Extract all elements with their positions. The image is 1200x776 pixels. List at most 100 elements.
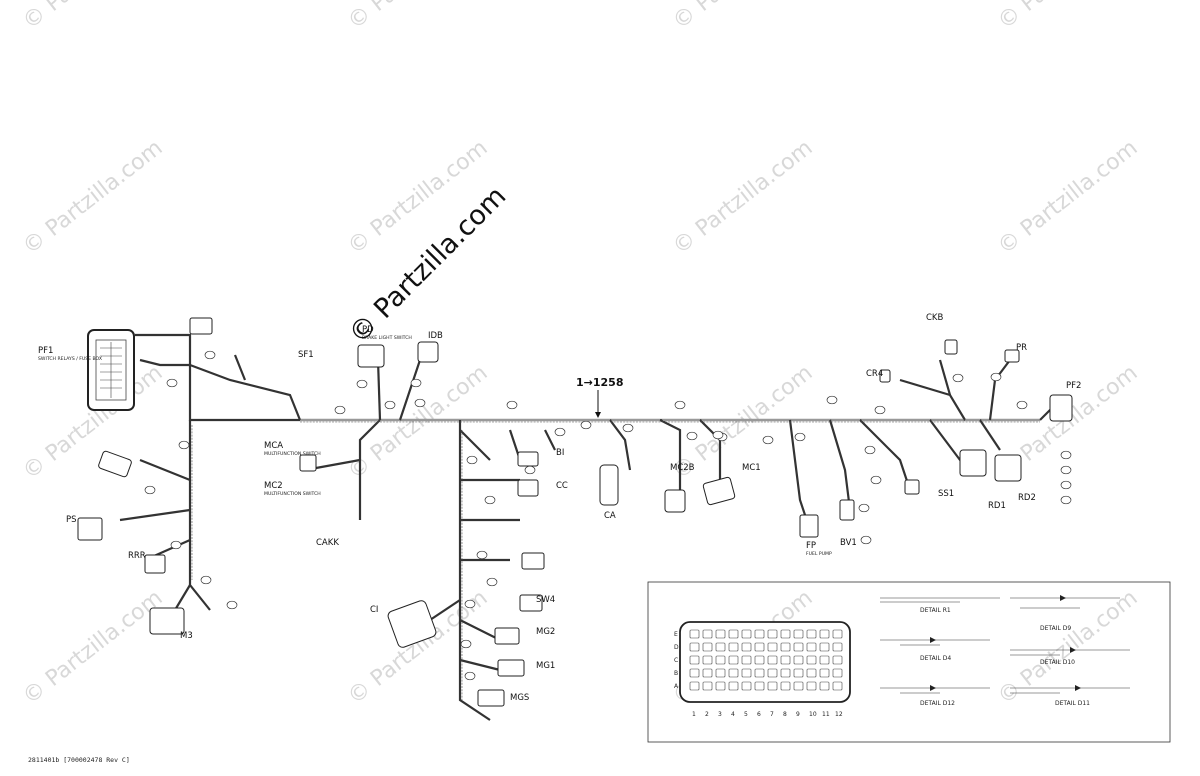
- connector-code-bv1: BV1: [840, 538, 857, 548]
- wire-marker: [486, 577, 498, 587]
- main-harness-label: 1→1258: [576, 376, 624, 389]
- ecm-pin-cell: [741, 655, 752, 665]
- ecm-pin-cell: [793, 681, 804, 691]
- ecm-pin-cell: [754, 629, 765, 639]
- ecm-pin-cell: [806, 668, 817, 678]
- ecm-pin-cell: [715, 681, 726, 691]
- wire-marker: [794, 432, 806, 442]
- connector-code-pf1: PF1: [38, 346, 53, 356]
- connector-shapes: [77, 317, 1073, 707]
- wire-marker: [356, 379, 368, 389]
- connector-code-rd1: RD1: [988, 501, 1006, 511]
- connector-code-sw4: SW4: [536, 595, 555, 605]
- wire-marker: [466, 455, 478, 465]
- ecm-pin-cell: [806, 681, 817, 691]
- ecm-pin-cell: [780, 655, 791, 665]
- detail-d11: DETAIL D11: [1055, 700, 1090, 707]
- wire-marker: [554, 427, 566, 437]
- trunk-shading: [191, 421, 1040, 700]
- connector-code-cakk: CAKK: [316, 538, 339, 548]
- ecm-col-label: 10: [809, 711, 817, 718]
- ecm-row-label: A: [674, 683, 679, 690]
- detail-d12: DETAIL D12: [920, 700, 955, 707]
- connector-code-rd2: RD2: [1018, 493, 1036, 503]
- ecm-pin-cell: [689, 668, 700, 678]
- wire-marker: [144, 485, 156, 495]
- ecm-pin-cell: [780, 642, 791, 652]
- detail-panel: [647, 581, 1171, 743]
- connector-code-rrr: RRR: [128, 551, 146, 561]
- ecm-col-label: 9: [796, 711, 800, 718]
- connector-code-ps: PS: [66, 515, 77, 525]
- drawing-reference: 2811401b [700002478 Rev C]: [28, 756, 130, 764]
- connector-code-pr: PR: [1016, 343, 1027, 353]
- ecm-pin-cell: [767, 681, 778, 691]
- detail-d4: DETAIL D4: [920, 655, 951, 662]
- ecm-pin-cell: [767, 668, 778, 678]
- ecm-pin-cell: [819, 668, 830, 678]
- ecm-col-label: 5: [744, 711, 748, 718]
- ecm-pin-cell: [793, 629, 804, 639]
- ecm-col-label: 8: [783, 711, 787, 718]
- ecm-pin-cell: [780, 629, 791, 639]
- ecm-pin-cell: [689, 655, 700, 665]
- connector-code-m3: M3: [180, 631, 193, 641]
- main-trunk: [119, 333, 1061, 721]
- connector-code-pf2: PF2: [1066, 381, 1081, 391]
- ecm-col-label: 12: [835, 711, 843, 718]
- ecm-pin-cell: [832, 629, 843, 639]
- wire-marker: [870, 475, 882, 485]
- connector-code-idb: IDB: [428, 331, 443, 341]
- ecm-pin-cell: [741, 629, 752, 639]
- ecm-col-label: 4: [731, 711, 735, 718]
- ecm-row-label: B: [674, 670, 678, 677]
- wire-marker: [204, 350, 216, 360]
- watermark-tiles: © Partzilla.com © Partzilla.com © Partzill…: [18, 0, 1142, 710]
- watermark-tile: © Partzilla.com: [18, 0, 167, 35]
- wire-marker: [384, 400, 396, 410]
- ecm-pin-cell: [728, 681, 739, 691]
- ecm-col-label: 11: [822, 711, 830, 718]
- wire-marker: [200, 575, 212, 585]
- ecm-pin-cell: [728, 668, 739, 678]
- connector-code-cr4: CR4: [866, 369, 883, 379]
- wire-marker: [826, 395, 838, 405]
- wire-marker: [580, 420, 592, 430]
- wire-marker: [166, 378, 178, 388]
- connector-code-mc2b: MC2B: [670, 463, 695, 473]
- ecm-pin-cell: [780, 668, 791, 678]
- wire-marker: [464, 599, 476, 609]
- connector-code-mca: MCA: [264, 441, 283, 451]
- wire-marker: [506, 400, 518, 410]
- connector-code-sf1: SF1: [298, 350, 314, 360]
- ecm-row-label: C: [674, 657, 678, 664]
- ecm-pin-cell: [793, 655, 804, 665]
- wire-marker: [524, 465, 536, 475]
- wire-marker: [622, 423, 634, 433]
- connector-code-mgs: MGS: [510, 693, 529, 703]
- watermark-tile: © Partzilla.com: [18, 586, 167, 710]
- ecm-pin-cell: [819, 642, 830, 652]
- wire-marker: [334, 405, 346, 415]
- ecm-pin-cell: [754, 655, 765, 665]
- wire-marker: [860, 535, 872, 545]
- wire-marker: [990, 372, 1002, 382]
- wire-marker: [460, 639, 472, 649]
- wire-marker: [762, 435, 774, 445]
- ecm-pin-cell: [767, 655, 778, 665]
- ecm-pin-cell: [767, 642, 778, 652]
- connector-code-ca: CA: [604, 511, 616, 521]
- ecm-pin-cell: [702, 655, 713, 665]
- connector-code-fp: FP: [806, 541, 816, 551]
- connector-caption-mca: MULTIFUNCTION SWITCH: [264, 451, 321, 457]
- ecm-pin-cell: [806, 655, 817, 665]
- connector-code-bi: BI: [556, 448, 564, 458]
- watermark-tile: © Partzilla.com: [993, 136, 1142, 260]
- connector-code-mc1: MC1: [742, 463, 761, 473]
- wire-marker: [874, 405, 886, 415]
- wire-marker: [1060, 480, 1072, 490]
- connector-caption-pf1: SWITCH RELAYS / FUSE BOX: [38, 356, 102, 362]
- ecm-col-label: 1: [692, 711, 696, 718]
